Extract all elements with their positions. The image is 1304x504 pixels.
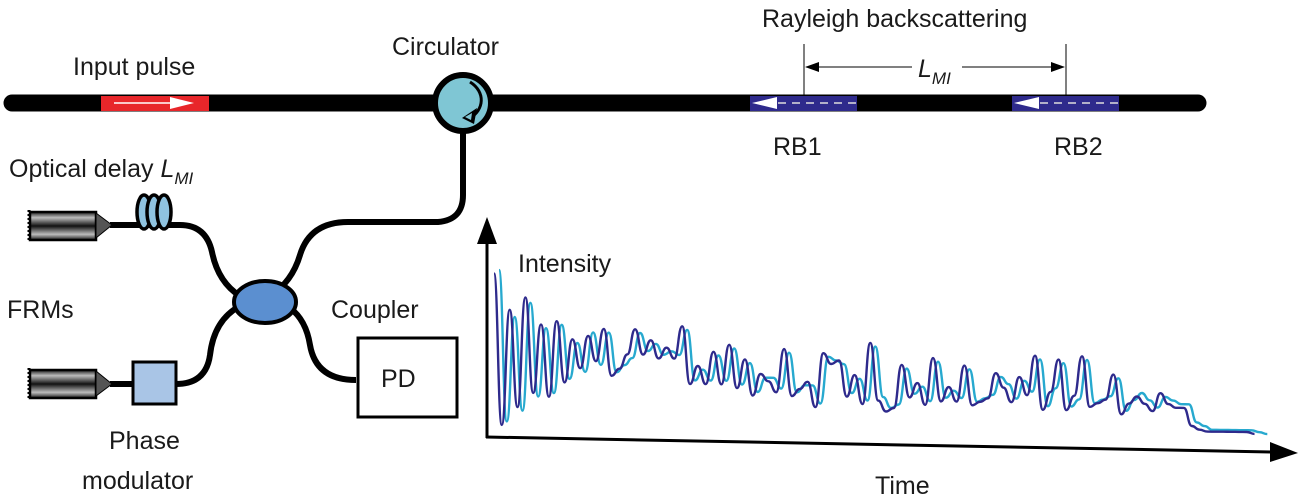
- lmi-label: L: [918, 55, 932, 83]
- rb2-pulse: [1012, 96, 1119, 111]
- y-axis-label: Intensity: [518, 250, 612, 278]
- rb1-label: RB1: [773, 133, 822, 161]
- photodetector: [356, 336, 459, 419]
- rb1-pulse: [750, 96, 857, 111]
- fiber-delay-arm: [110, 222, 242, 299]
- x-axis: [485, 435, 1273, 454]
- rayleigh-label: Rayleigh backscattering: [762, 5, 1027, 33]
- intensity-chart: Intensity Time: [477, 217, 1298, 500]
- fiber-phase-arm: [175, 303, 242, 387]
- fiber-circulator-to-coupler: [268, 131, 466, 299]
- phase-modulator-label-line2: modulator: [82, 467, 193, 495]
- left-arrow-icon: [1014, 97, 1039, 109]
- optical-delay-label: Optical delay LMI: [9, 155, 194, 188]
- input-pulse-label: Input pulse: [73, 53, 195, 81]
- rb2-label: RB2: [1054, 133, 1103, 161]
- left-arrow-icon: [752, 97, 777, 109]
- frm-mirror-2: [27, 368, 113, 400]
- frms-label: FRMs: [7, 296, 74, 324]
- phase-modulator-label-line1: Phase: [109, 427, 180, 455]
- frm-mirror-1: [27, 210, 113, 242]
- lmi-subscript: MI: [932, 69, 951, 88]
- trace-series-light: [497, 268, 1268, 436]
- coupler: [232, 279, 298, 325]
- pd-label: PD: [381, 365, 416, 393]
- y-axis-arrow-icon: [477, 217, 497, 244]
- fiber-coupler-to-pd: [288, 305, 357, 383]
- right-arrow-icon: [170, 97, 194, 109]
- phase-modulator: [131, 360, 178, 406]
- svg-text:LMI: LMI: [918, 55, 951, 88]
- circulator: [432, 72, 494, 134]
- trace-series-dark: [492, 272, 1255, 436]
- circulator-label: Circulator: [392, 33, 499, 61]
- lmi-dimension: LMI: [803, 44, 1067, 96]
- delay-coil: [135, 193, 173, 231]
- coupler-label: Coupler: [331, 296, 419, 324]
- input-pulse: [101, 96, 209, 111]
- x-axis-arrow-icon: [1270, 442, 1298, 462]
- x-axis-label: Time: [875, 472, 930, 500]
